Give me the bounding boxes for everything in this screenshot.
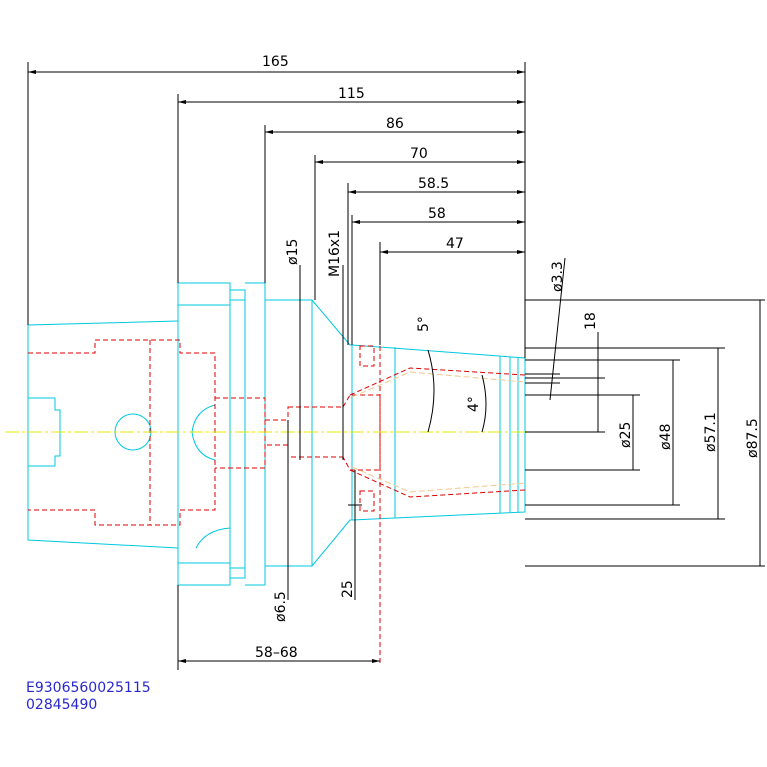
- dim-58-5: 58.5: [418, 176, 449, 192]
- collet-lines: [351, 371, 526, 493]
- dim-dia-15: ø15: [285, 239, 301, 265]
- dim-165: 165: [262, 54, 289, 70]
- part-outline: [27, 282, 526, 586]
- dim-dia-25: ø25: [618, 422, 634, 448]
- dim-18: 18: [583, 312, 599, 330]
- dimension-lines: [27, 62, 765, 670]
- dim-70: 70: [410, 146, 428, 162]
- dim-angle-5: 5°: [416, 316, 432, 332]
- dim-angle-4: 4°: [466, 396, 482, 412]
- dim-58: 58: [428, 206, 446, 222]
- dim-58-68: 58–68: [255, 645, 298, 661]
- dim-dia-87-5: ø87.5: [745, 418, 761, 458]
- part-code-line-2: 02845490: [26, 697, 98, 713]
- part-code-block: E9306560025115 02845490: [26, 680, 151, 714]
- part-code-line-1: E9306560025115: [26, 680, 151, 696]
- dim-dia-57-1: ø57.1: [703, 412, 719, 452]
- dim-dia-3-3: ø3.3: [550, 261, 566, 292]
- dim-25: 25: [340, 580, 356, 598]
- dim-dia-6-5: ø6.5: [273, 591, 289, 622]
- dim-86: 86: [386, 116, 404, 132]
- dim-dia-48: ø48: [658, 424, 674, 450]
- dim-115: 115: [338, 86, 365, 102]
- dim-47: 47: [446, 236, 464, 252]
- dim-thread-m16: M16x1: [327, 230, 343, 277]
